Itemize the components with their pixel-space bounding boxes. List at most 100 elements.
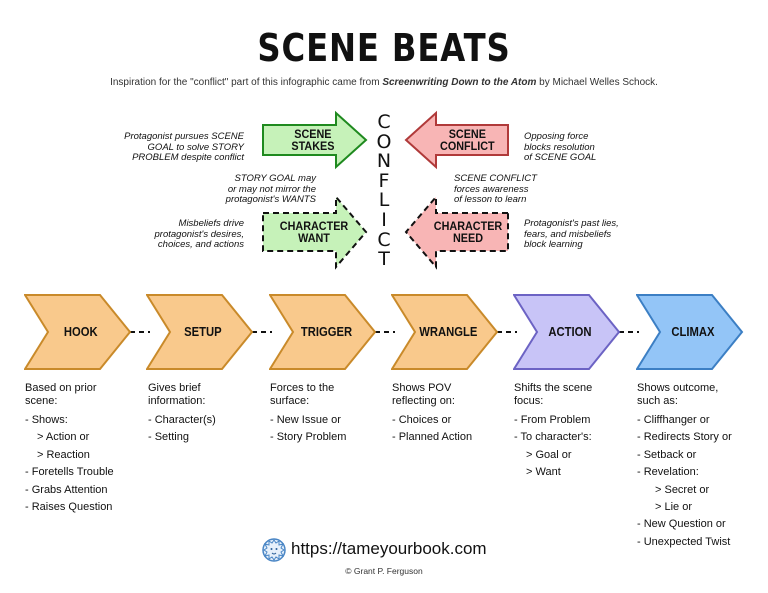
conflict-letter: O — [376, 130, 392, 153]
footer: https://tameyourbook.com — [262, 538, 522, 564]
list-item: > Lie or — [655, 501, 692, 514]
chevron-shape — [512, 294, 621, 370]
note-line: protagonist's desires, — [154, 228, 244, 240]
note-line: fears, and misbeliefs — [524, 228, 612, 240]
note-line: Opposing force — [524, 131, 589, 142]
list-item: - Unexpected Twist — [637, 535, 731, 548]
note-line: Misbeliefs drive — [178, 218, 244, 229]
label-line: STAKES — [291, 139, 335, 153]
conflict-vertical-text: C O N F L I C T — [376, 111, 392, 271]
chevron-shape — [145, 294, 254, 370]
note-line: choices, and actions — [157, 239, 244, 250]
label-line: CONFLICT — [439, 139, 495, 153]
beat-climax-details: Shows outcome,such as: - Cliffhanger or … — [637, 382, 765, 551]
list-item: - Character(s) — [148, 414, 216, 426]
label-line: WANT — [298, 231, 330, 245]
note-stakes: Protagonist pursues SCENE GOAL to solve … — [108, 131, 244, 164]
list-item: - Raises Question — [25, 501, 113, 514]
label-line: CHARACTER — [433, 219, 503, 233]
subtitle: Inspiration for the "conflict" part of t… — [0, 77, 768, 88]
list-item: > Reaction — [37, 448, 90, 461]
beat-label: SETUP — [184, 325, 222, 339]
list-item: - Story Problem — [270, 431, 347, 444]
left-arrow-shape — [404, 110, 509, 170]
list-item: > Secret or — [655, 483, 710, 496]
website-link[interactable]: https://tameyourbook.com — [291, 539, 487, 558]
left-arrow-dashed-shape — [404, 194, 509, 270]
beat-climax: CLIMAX — [635, 294, 744, 370]
note-past-lies: Protagonist's past lies, fears, and misb… — [524, 218, 664, 251]
beat-label: HOOK — [64, 325, 98, 339]
beat-label: ACTION — [548, 325, 592, 339]
label-line: CHARACTER — [279, 219, 349, 233]
list-item: > Want — [526, 466, 561, 479]
note-line: Protagonist pursues SCENE — [124, 131, 244, 142]
list-item: - Grabs Attention — [25, 483, 108, 496]
list-item: - Revelation: — [637, 466, 699, 479]
note-line: blocks resolution — [524, 141, 595, 153]
list-item: - To character's: — [514, 431, 592, 444]
subtitle-suffix: by Michael Welles Schock. — [536, 77, 658, 88]
note-line: protagonist's WANTS — [225, 194, 316, 205]
list-item: > Action or — [37, 431, 90, 444]
note-line: GOAL to solve STORY — [147, 141, 244, 153]
beat-connectors — [130, 331, 639, 333]
list-item: - New Question or — [637, 518, 726, 531]
chevron-shape — [268, 294, 377, 370]
conflict-letter: T — [378, 248, 390, 271]
beat-action: ACTION — [512, 294, 621, 370]
list-item: - Setting — [148, 431, 189, 444]
list-item: - Redirects Story or — [637, 431, 732, 444]
note-line: or may not mirror the — [227, 183, 316, 195]
list-item: - Cliffhanger or — [637, 414, 710, 426]
conflict-letter: C — [377, 111, 391, 133]
beat-wrangle: WRANGLE — [390, 294, 499, 370]
note-story-goal: STORY GOAL may or may not mirror the pro… — [200, 173, 316, 206]
note-line: STORY GOAL may — [234, 173, 316, 184]
conflict-letter: N — [376, 150, 392, 173]
subtitle-book: Screenwriting Down to the Atom — [382, 77, 537, 88]
list-item: - Foretells Trouble — [25, 466, 114, 479]
beat-hook: HOOK — [23, 294, 132, 370]
conflict-letter: C — [377, 228, 391, 251]
chevron-shape — [23, 294, 132, 370]
label-line: SCENE — [448, 127, 486, 141]
list-item: - Choices or — [392, 414, 452, 426]
beat-label: CLIMAX — [671, 325, 715, 339]
chevron-shape — [635, 294, 744, 370]
label-line: NEED — [452, 231, 484, 245]
page-title: SCENE BEATS — [257, 26, 511, 70]
note-line: of lesson to learn — [454, 194, 527, 205]
list-item: - Setback or — [637, 448, 697, 461]
list-item: - From Problem — [514, 414, 591, 426]
note-line: of SCENE GOAL — [524, 152, 597, 163]
conflict-letter: L — [378, 189, 390, 212]
beat-label: WRANGLE — [418, 325, 478, 339]
list-item: - Shows: — [25, 414, 68, 426]
list-item: - Planned Action — [392, 431, 473, 444]
conflict-letter: I — [381, 208, 387, 231]
note-line: Protagonist's past lies, — [524, 218, 619, 229]
beat-setup: SETUP — [145, 294, 254, 370]
conflict-letter: F — [378, 169, 390, 192]
right-arrow-shape — [262, 110, 368, 170]
note-line: SCENE CONFLICT — [454, 173, 537, 184]
lion-head-icon — [262, 538, 286, 567]
